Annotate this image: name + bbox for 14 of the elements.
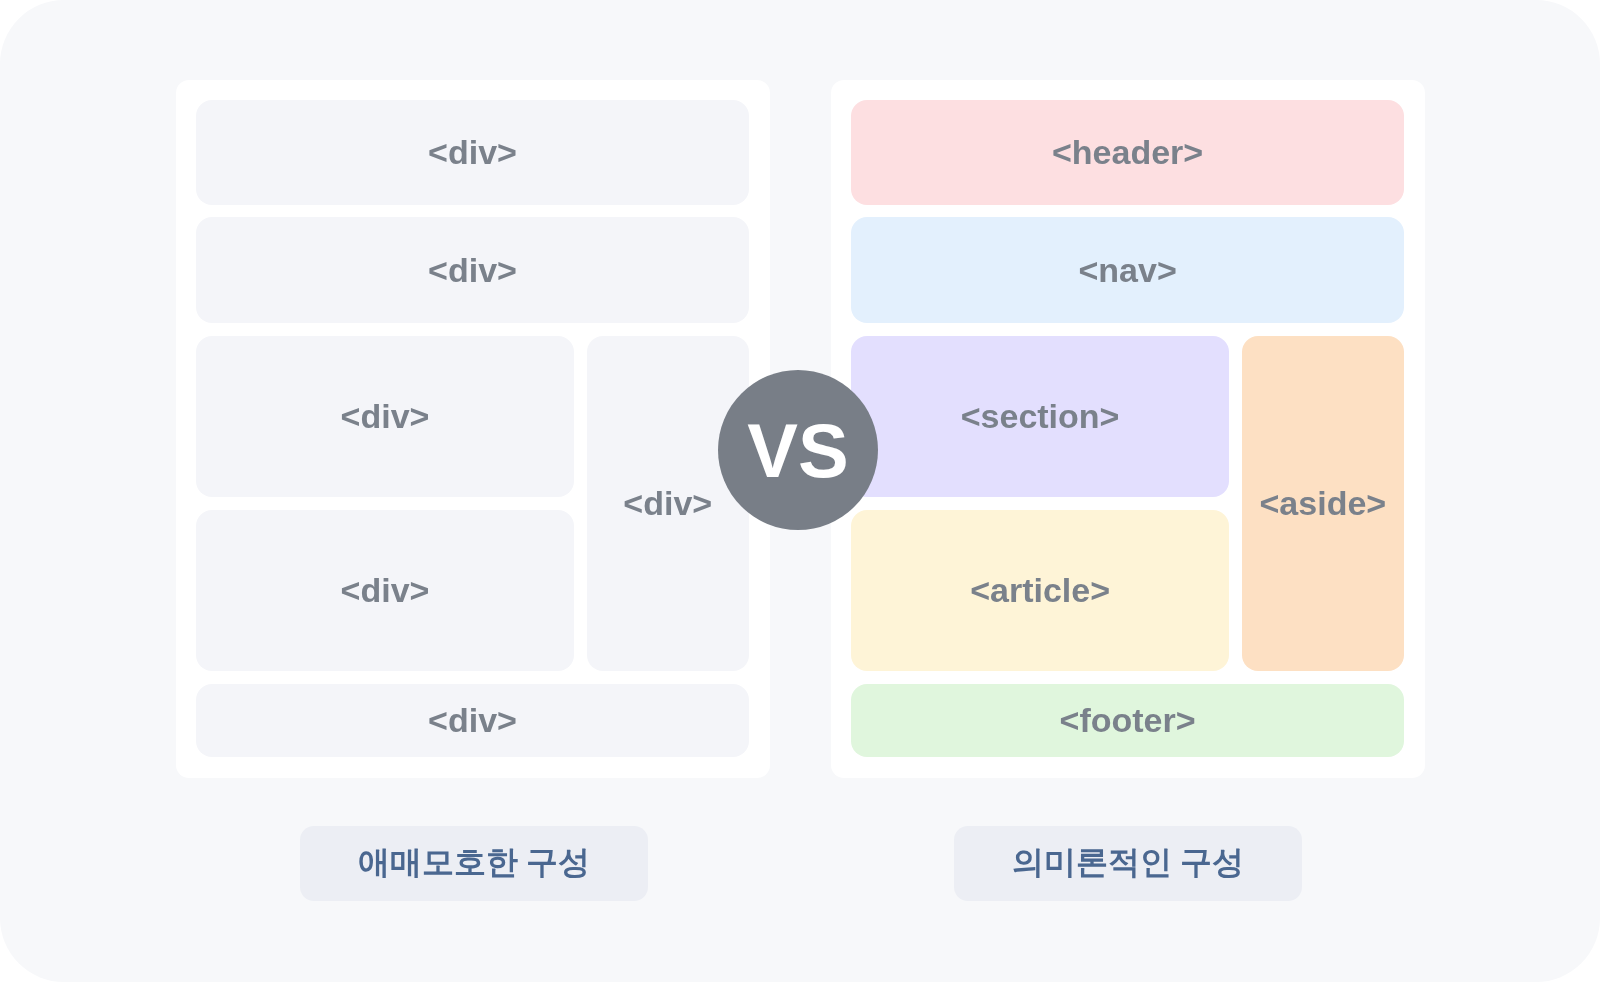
tag-block: <div> (196, 509, 574, 671)
tag-block: <div> (196, 217, 749, 324)
caption-tag: 의미론적인 구성 (954, 825, 1302, 901)
tag-block: <nav> (851, 217, 1405, 324)
tag-block: <div> (196, 683, 749, 758)
tag-block: <div> (586, 335, 749, 671)
tag-block: <section> (851, 335, 1230, 497)
tag-block: <aside> (1241, 335, 1405, 671)
tag-block: <header> (851, 100, 1405, 206)
caption-tag: 애매모호한 구성 (300, 825, 648, 901)
tag-block: <div> (196, 335, 574, 497)
tag-block: <div> (196, 100, 749, 206)
tag-block: <footer> (851, 683, 1405, 758)
tag-block: <article> (851, 509, 1230, 671)
